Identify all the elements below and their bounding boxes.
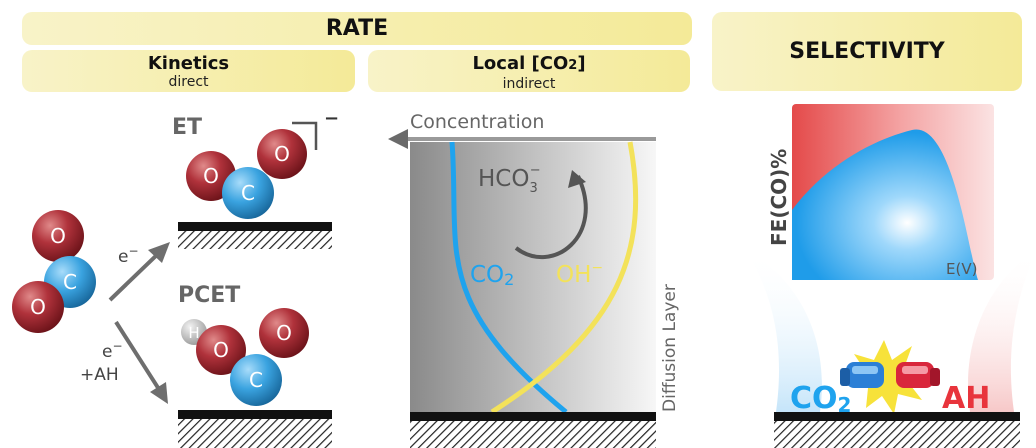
reaction-arrowhead <box>568 170 586 188</box>
et-electrode-hatch <box>178 231 332 249</box>
pcet-electrode-hatch <box>178 419 332 448</box>
et-electrode-surface <box>178 222 332 231</box>
atom-label: O <box>213 338 229 362</box>
pcet-molecule: H O O C <box>181 308 309 406</box>
carbon-atom <box>230 354 282 406</box>
carbon-atom <box>222 167 274 219</box>
reaction-arrow <box>514 175 588 260</box>
atom-label: C <box>249 368 263 392</box>
co2-concentration-curve <box>449 141 568 414</box>
kinetics-banner: Kinetics direct <box>22 50 355 92</box>
atom-label: O <box>50 224 66 248</box>
local-co2-banner: Local [CO2] indirect <box>368 50 690 92</box>
rate-banner: RATE <box>22 12 692 45</box>
atom-label: C <box>63 270 77 294</box>
local-co2-title-text: Local [CO <box>472 53 569 74</box>
local-electrode-surface <box>410 412 656 421</box>
charge-sign: − <box>324 108 339 129</box>
oxygen-atom <box>257 129 307 179</box>
concentration-label: Concentration <box>410 111 544 133</box>
charge-bracket <box>292 121 318 150</box>
diffusion-layer-label: Diffusion Layer <box>660 284 680 412</box>
blue-boxing-glove <box>840 362 884 388</box>
selectivity-banner: SELECTIVITY <box>712 12 1022 91</box>
selectivity-electrode-surface <box>774 412 1020 421</box>
oxygen-atom <box>196 325 246 375</box>
concentration-axis <box>388 129 656 149</box>
pcet-electrode-surface <box>178 410 332 419</box>
kinetics-subtitle: direct <box>168 74 209 90</box>
co2-glow <box>746 250 822 412</box>
hco3-label: HCO3− <box>478 163 541 196</box>
local-co2-title-sub: 2 <box>568 58 578 73</box>
ah-reagent-label: +AH <box>80 365 119 385</box>
oxygen-atom <box>259 308 309 358</box>
red-boxing-glove <box>896 362 940 388</box>
local-electrode-hatch <box>410 421 656 448</box>
kinetics-title: Kinetics <box>147 53 230 74</box>
pcet-arrow <box>114 320 168 404</box>
atom-label: C <box>241 181 255 205</box>
atom-label: O <box>30 295 46 319</box>
fe-curve-area <box>792 129 978 280</box>
oxygen-atom <box>12 281 64 333</box>
atom-label: O <box>274 142 290 166</box>
et-label: ET <box>172 115 202 140</box>
co2-label: CO2 <box>470 262 514 289</box>
et-electron-label: e− <box>118 244 139 267</box>
selectivity-electrode-hatch <box>774 421 1020 448</box>
oxygen-atom <box>32 210 84 262</box>
oh-label: OH− <box>556 260 603 288</box>
ah-glow <box>968 250 1036 412</box>
fe-axis-label: FE(CO)% <box>767 149 791 246</box>
pcet-label: PCET <box>178 283 240 308</box>
diffusion-layer <box>410 142 656 412</box>
local-co2-subtitle: indirect <box>502 76 556 92</box>
selectivity-co2-label: CO2 <box>790 381 851 417</box>
potential-axis-label: E(V) <box>946 260 977 278</box>
fe-co-plot <box>792 104 994 280</box>
selectivity-ah-label: AH <box>942 381 990 416</box>
local-co2-title: Local [CO2] <box>368 53 690 77</box>
local-co2-title-close: ] <box>577 53 586 74</box>
et-co2-anion: O O C <box>186 129 307 219</box>
rate-title: RATE <box>325 16 389 41</box>
atom-label: O <box>276 321 292 345</box>
et-arrow <box>108 242 170 302</box>
atom-label: H <box>188 324 199 342</box>
free-co2-molecule: O C O <box>12 210 96 333</box>
selectivity-title: SELECTIVITY <box>789 39 945 64</box>
pcet-electron-label: e− <box>102 339 123 362</box>
atom-label: O <box>203 164 219 188</box>
oh-concentration-curve <box>490 141 639 415</box>
collision-starburst <box>848 340 928 414</box>
